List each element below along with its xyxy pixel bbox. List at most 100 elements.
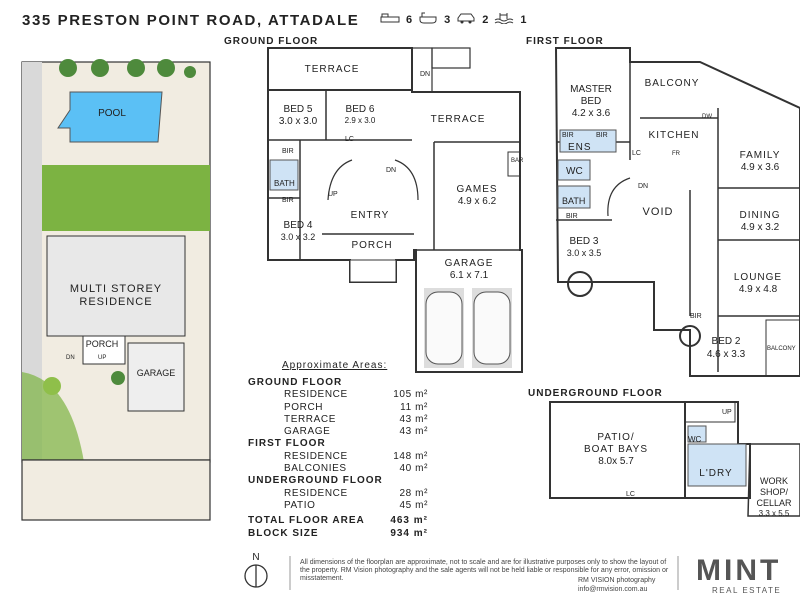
bed2-size: 4.6 x 3.3 [707, 349, 746, 360]
area-label: RESIDENCE [284, 450, 348, 462]
total-area-value: 463 m² [390, 515, 428, 527]
garage-count: 2 [482, 13, 489, 26]
ground-floor-plan [267, 47, 523, 373]
property-address: 335 PRESTON POINT ROAD, ATTADALE [22, 12, 360, 29]
area-first-heading: FIRST FLOOR [248, 438, 326, 450]
bedroom-count: 6 [406, 13, 413, 26]
disclaimer: All dimensions of the floorplan are appr… [300, 559, 669, 582]
lounge-size: 4.9 x 4.8 [739, 284, 778, 295]
bed2-label: BED 2 [712, 336, 741, 347]
first-bir-4: BIR [690, 313, 702, 320]
underground-floor-plan [549, 401, 800, 517]
first-dn-label: DN [638, 183, 648, 190]
first-bir-1: BIR [562, 132, 574, 139]
area-value: 43 m² [399, 413, 428, 425]
ground-dn-stair: DN [386, 167, 396, 174]
credit-name: RM VISION photography [578, 577, 656, 584]
area-value: 45 m² [399, 499, 428, 511]
ground-lc-label: LC [345, 136, 354, 143]
car-icon [456, 12, 476, 27]
family-size: 4.9 x 3.6 [741, 162, 780, 173]
car-icon [473, 291, 511, 365]
bed4-label: BED 4 [284, 220, 313, 231]
work-size: 3.3 x 5.5 [759, 509, 790, 518]
bed3-size: 3.0 x 3.5 [567, 248, 602, 258]
feature-icons: 6 3 2 1 [380, 12, 527, 27]
area-label: RESIDENCE [284, 389, 348, 401]
site-residence-label-2: RESIDENCE [79, 296, 152, 308]
lawn [42, 165, 210, 231]
ground-up-label: UP [328, 191, 338, 198]
area-label: PATIO [284, 499, 316, 511]
ldry-label: L'DRY [699, 468, 732, 479]
work-label-3: CELLAR [756, 498, 792, 508]
site-up-label: UP [98, 355, 106, 361]
balcony-label: BALCONY [645, 78, 700, 89]
site-plan [21, 59, 211, 521]
bed6-size: 2.9 x 3.0 [345, 116, 376, 125]
site-garage-label: GARAGE [137, 368, 176, 378]
patio-size: 8.0x 5.7 [598, 456, 634, 467]
area-under-heading: UNDERGROUND FLOOR [248, 475, 383, 487]
photographer-credit: RM VISION photography info@rmvision.com.… [578, 576, 655, 594]
north-arrow-icon: N [244, 552, 268, 588]
first-bath-label: BATH [562, 196, 585, 206]
under-lc-label: LC [626, 491, 635, 498]
area-label: GARAGE [284, 426, 331, 438]
underground-heading: UNDERGROUND FLOOR [528, 388, 663, 399]
area-value: 28 m² [399, 487, 428, 499]
master-size: 4.2 x 3.6 [572, 108, 611, 119]
porch-label: PORCH [351, 240, 392, 251]
entry-label: ENTRY [351, 210, 390, 221]
work-label-1: WORK [760, 476, 788, 486]
patio-label-1: PATIO/ [597, 432, 634, 443]
residence-footprint [46, 235, 186, 337]
dining-size: 4.9 x 3.2 [741, 222, 780, 233]
areas-heading: Approximate Areas: [282, 360, 388, 371]
ens-label: ENS [568, 142, 592, 153]
under-wc-label: WC [688, 435, 702, 444]
bed5-size: 3.0 x 3.0 [279, 116, 318, 127]
dw-label: DW [702, 114, 712, 120]
ground-dn-label: DN [420, 71, 430, 78]
car-icon [425, 291, 463, 365]
bath-icon [418, 12, 438, 27]
ground-terrace-top: TERRACE [305, 64, 360, 75]
fr-label: FR [672, 151, 681, 157]
master-label-1: MASTER [570, 84, 612, 95]
first-lc-label: LC [632, 150, 641, 157]
ground-terrace-right: TERRACE [431, 114, 486, 125]
bar-label: BAR [511, 158, 524, 164]
bed3-label: BED 3 [570, 236, 599, 247]
area-value: 43 m² [399, 426, 428, 438]
agency-logo-sub: REAL ESTATE [712, 586, 782, 595]
dining-label: DINING [740, 210, 781, 221]
ground-bir-1: BIR [282, 148, 294, 155]
ground-bir-2: BIR [282, 197, 294, 204]
agency-logo: MINT [696, 554, 782, 587]
bathroom-count: 3 [444, 13, 451, 26]
kitchen-label: KITCHEN [649, 130, 700, 141]
approximate-areas: Approximate Areas: GROUND FLOOR RESIDENC… [248, 360, 428, 540]
pool-icon [494, 12, 514, 27]
site-porch-label: PORCH [86, 339, 119, 349]
area-label: RESIDENCE [284, 487, 348, 499]
work-label-2: SHOP/ [760, 487, 789, 497]
ground-garage-label: GARAGE [445, 258, 494, 269]
site-residence-label-1: MULTI STOREY [70, 283, 162, 295]
total-area-label: TOTAL FLOOR AREA [248, 515, 365, 527]
first-floor-heading: FIRST FLOOR [526, 36, 604, 47]
ground-floor-heading: GROUND FLOOR [224, 36, 318, 47]
block-size-value: 934 m² [390, 527, 428, 539]
bed5-label: BED 5 [284, 104, 313, 115]
games-size: 4.9 x 6.2 [458, 196, 497, 207]
bed4-size: 3.0 x 3.2 [281, 232, 316, 242]
ground-garage-size: 6.1 x 7.1 [450, 270, 489, 281]
north-label: N [252, 552, 259, 563]
area-label: TERRACE [284, 413, 336, 425]
area-value: 40 m² [399, 463, 428, 475]
credit-email: info@rmvision.com.au [578, 586, 648, 593]
ground-bath-label: BATH [274, 179, 295, 188]
under-up-label: UP [722, 409, 732, 416]
